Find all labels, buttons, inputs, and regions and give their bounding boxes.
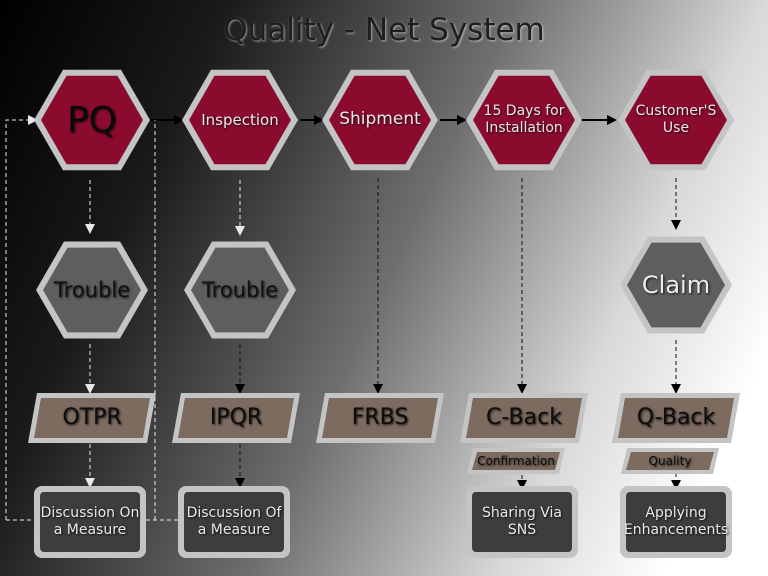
box-cback xyxy=(466,398,582,438)
box-otpr-label: OTPR xyxy=(62,405,122,431)
hex-inspection-label: Inspection xyxy=(201,110,279,129)
page-title: Quality - Net System xyxy=(223,12,545,48)
hex-shipment-label: Shipment xyxy=(339,109,421,130)
box-ipqr-label: IPQR xyxy=(209,405,263,431)
hex-customer-use-label: Customer'S Use xyxy=(635,102,717,137)
hex-installation-label: 15 Days for Installation xyxy=(483,102,565,137)
box-frbs xyxy=(322,398,438,438)
hex-pq-label: PQ xyxy=(66,99,118,141)
box-ipqr xyxy=(178,398,294,438)
tag-quality-label: Quality xyxy=(648,453,692,468)
box-discussion-of xyxy=(184,492,284,552)
box-discussion-on-label: Discussion On a Measure xyxy=(40,504,140,539)
tag-quality xyxy=(626,452,714,470)
box-discussion-of-label: Discussion Of a Measure xyxy=(186,504,282,539)
hex-customer-use xyxy=(625,75,727,165)
hex-claim-label: Claim xyxy=(641,271,711,299)
hex-installation xyxy=(473,75,575,165)
box-sharing-sns-label: Sharing Via SNS xyxy=(482,504,562,539)
hex-trouble-inspection xyxy=(191,247,289,333)
hex-trouble-inspection-label: Trouble xyxy=(201,277,279,302)
box-sharing-sns xyxy=(472,492,572,552)
box-frbs-label: FRBS xyxy=(351,405,409,431)
shapes xyxy=(28,69,740,558)
hex-inspection xyxy=(189,75,291,165)
hex-trouble-pq-label: Trouble xyxy=(53,277,131,302)
hex-trouble-pq xyxy=(43,247,141,333)
connectors xyxy=(5,115,681,521)
hex-shipment xyxy=(329,75,431,165)
hex-claim xyxy=(627,242,725,328)
box-cback-label: C-Back xyxy=(486,405,562,431)
box-qback xyxy=(618,398,734,438)
tag-confirmation xyxy=(472,452,560,470)
box-qback-label: Q-Back xyxy=(636,405,716,431)
box-discussion-on xyxy=(40,492,140,552)
box-applying-enhancements-label: Applying Enhancements xyxy=(623,504,729,539)
box-otpr xyxy=(34,398,150,438)
box-applying-enhancements xyxy=(626,492,726,552)
feedback-loop-outer xyxy=(5,115,38,520)
tag-confirmation-label: Confirmation xyxy=(477,453,555,468)
hex-pq xyxy=(41,75,143,165)
